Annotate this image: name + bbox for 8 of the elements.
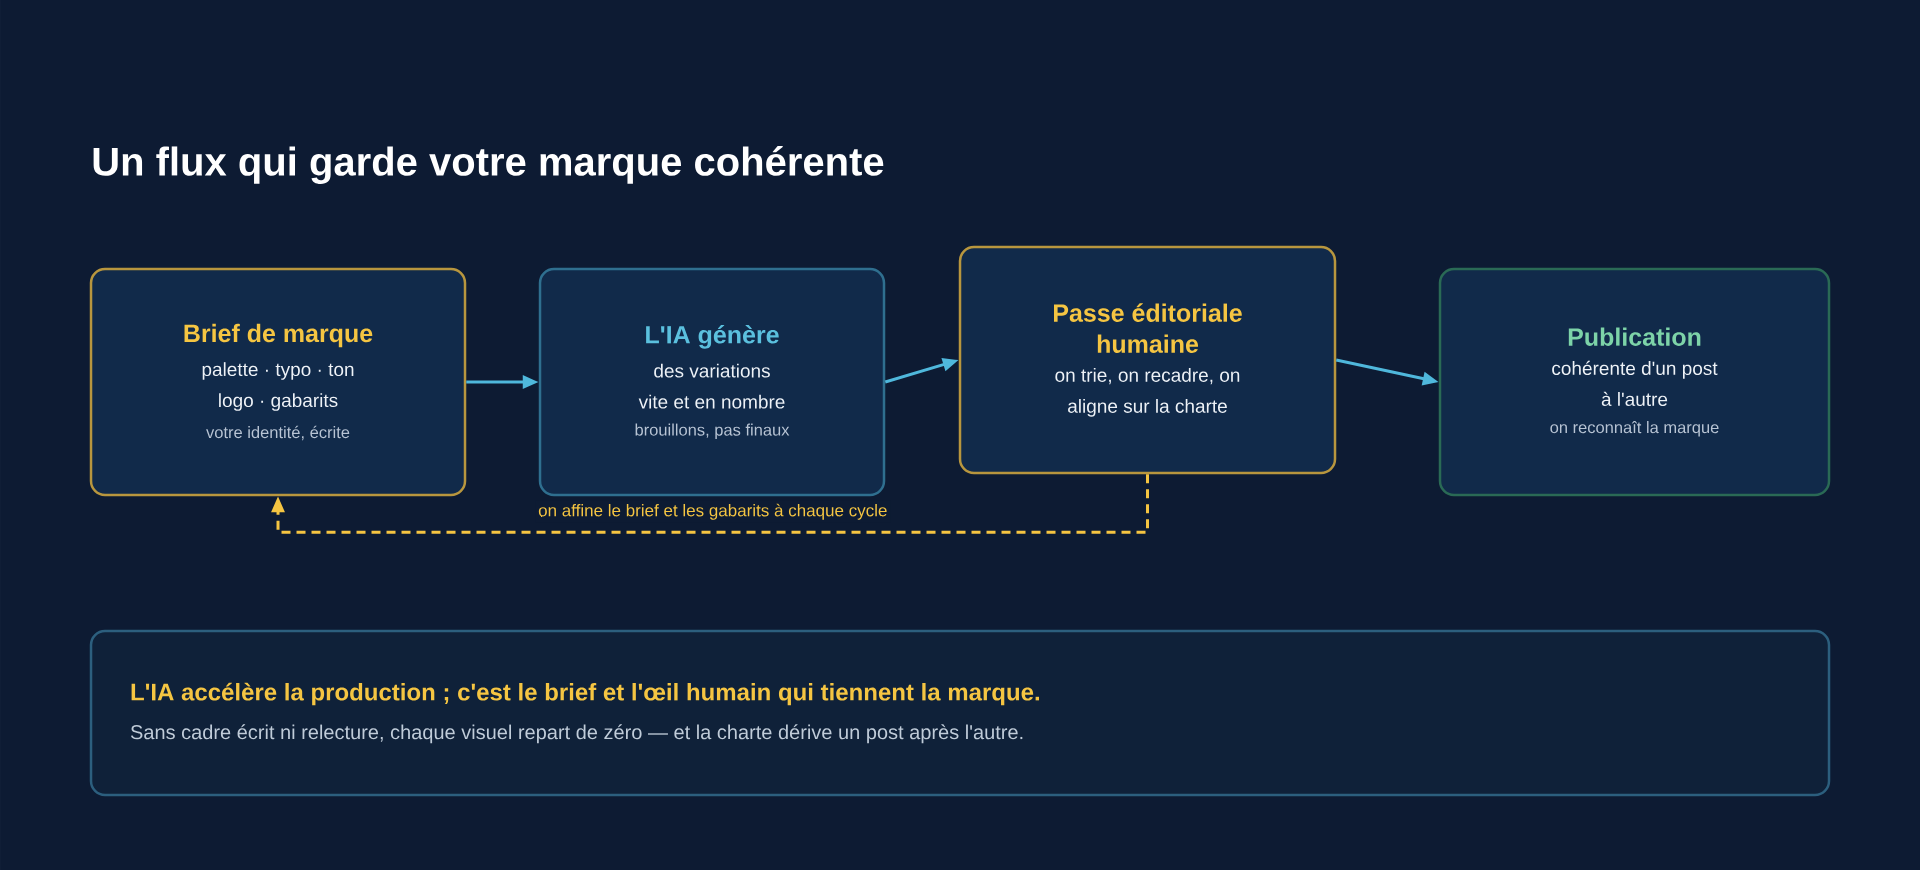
- process-box: Publication cohérente d'un post à l'autre on reconnaît la marque: [1438, 267, 1831, 497]
- note-card: L'IA accélère la production ; c'est le brief et l'œil humain qui tiennent la marque. Sans cadre écrit ni relecture, chaque visuel repart de zéro — et la charte dérive un post après l'autre.: [89, 629, 1831, 797]
- title: Un flux qui garde votre marque cohérente: [93, 146, 884, 184]
- process-box: Passe éditoriale humaine on trie, on recadre, on aligne sur la charte: [958, 245, 1337, 475]
- process-box: L'IA génère des variations vite et en nombre brouillons, pas finaux: [538, 267, 886, 497]
- feedback-arrow: [271, 474, 1149, 534]
- edge-label: on affine le brief et les gabarits à chaque cycle: [535, 500, 891, 523]
- process-box: Brief de marque palette · typo · ton logo · gabarits votre identité, écrite: [89, 267, 467, 497]
